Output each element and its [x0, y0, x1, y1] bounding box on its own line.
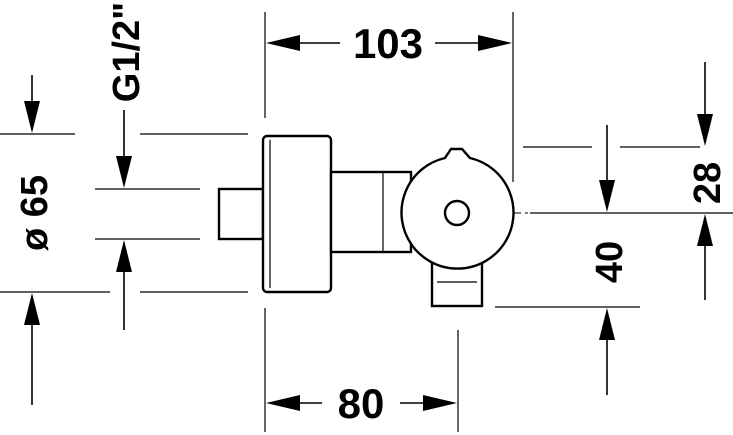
arrow-d65-top: [24, 101, 40, 133]
arrow-80-left: [266, 395, 300, 411]
arrow-thread-bottom: [116, 240, 132, 272]
arrow-28-top: [697, 114, 713, 146]
dimension-width-bottom: 80: [264, 308, 459, 432]
arrow-28-bottom: [697, 214, 713, 246]
dim-label-80: 80: [338, 380, 385, 427]
dimension-height-40: 40: [495, 125, 700, 395]
flange-cap: [261, 134, 333, 294]
dim-label-103: 103: [353, 20, 423, 67]
dim-label-thread: G1/2": [106, 2, 148, 102]
arrow-80-right: [423, 395, 457, 411]
arrow-40-bottom: [599, 308, 615, 340]
connector-body: [329, 170, 413, 254]
dim-label-d65: ø 65: [14, 175, 56, 251]
dimension-width-top: 103: [264, 12, 514, 182]
dim-label-40: 40: [589, 241, 631, 283]
valve-body: [217, 134, 515, 308]
arrow-thread-top: [116, 156, 132, 188]
spindle-stub: [217, 187, 265, 241]
dimension-height-28: 28: [530, 62, 733, 300]
arrow-103-right: [478, 35, 512, 51]
arrow-40-top: [599, 180, 615, 212]
arrow-d65-bottom: [24, 293, 40, 325]
dimension-thread: G1/2": [95, 2, 200, 330]
center-bore: [443, 199, 471, 227]
dimension-diameter: ø 65: [0, 75, 248, 405]
dim-label-28: 28: [687, 162, 729, 204]
arrow-103-left: [266, 35, 300, 51]
